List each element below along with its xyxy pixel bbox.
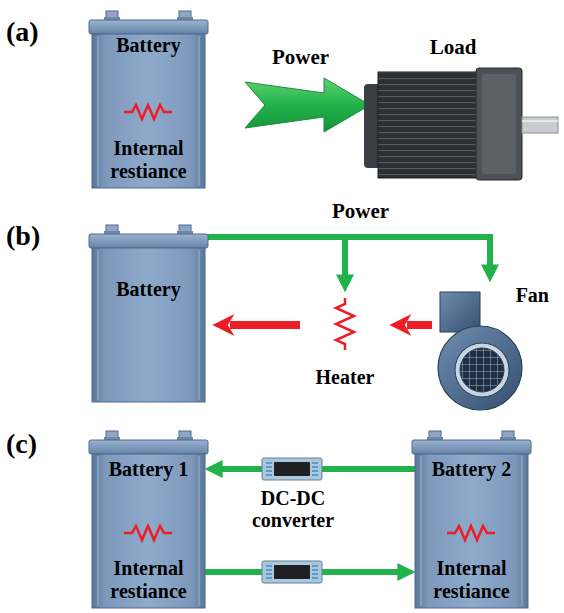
node-note: Internal restiance — [415, 557, 528, 602]
battery-figure — [412, 431, 531, 608]
node-title: Heater — [303, 366, 387, 388]
node-note: Internal restiance — [92, 137, 205, 182]
power-line — [205, 237, 490, 268]
heater-symbol — [336, 298, 354, 350]
fan-figure — [438, 292, 522, 410]
resistor-symbol — [447, 526, 495, 540]
heat-flow-arrow — [407, 321, 432, 329]
node-title: Fan — [513, 284, 552, 306]
heater-element: Heater — [303, 292, 387, 392]
node-title: Load — [358, 36, 548, 60]
panel-letter: (c) — [6, 428, 37, 459]
edge-label: Power — [330, 200, 391, 224]
node-title: Battery — [92, 278, 205, 300]
converter-figure — [262, 561, 322, 583]
battery-figure — [89, 225, 208, 402]
battery-figure — [89, 431, 208, 608]
heat-flow-arrow — [230, 321, 300, 329]
node-title: Battery 2 — [415, 458, 528, 480]
node-title: Battery 1 — [92, 458, 205, 480]
fan-blower: Fan — [435, 282, 552, 414]
edge-label: Power — [270, 46, 331, 70]
motor-figure — [364, 68, 558, 180]
power-line — [205, 237, 345, 278]
load-motor: Load — [358, 36, 548, 182]
battery-figure — [89, 11, 208, 188]
battery-box: Battery — [92, 234, 205, 402]
power-arrow — [245, 78, 370, 132]
panel-letter: (b) — [6, 220, 40, 251]
node-title: Battery — [92, 34, 205, 56]
converter-figure — [262, 458, 322, 480]
battery-box: Battery 1 Internal restiance — [92, 440, 205, 608]
resistor-symbol — [124, 105, 172, 119]
battery-box: Battery 2 Internal restiance — [415, 440, 528, 608]
resistor-symbol — [124, 526, 172, 540]
node-note: Internal restiance — [92, 557, 205, 602]
battery-box: BatteryInternal restiance — [92, 20, 205, 188]
component-label: DC-DC converter — [238, 487, 348, 532]
panel-letter: (a) — [6, 16, 39, 47]
